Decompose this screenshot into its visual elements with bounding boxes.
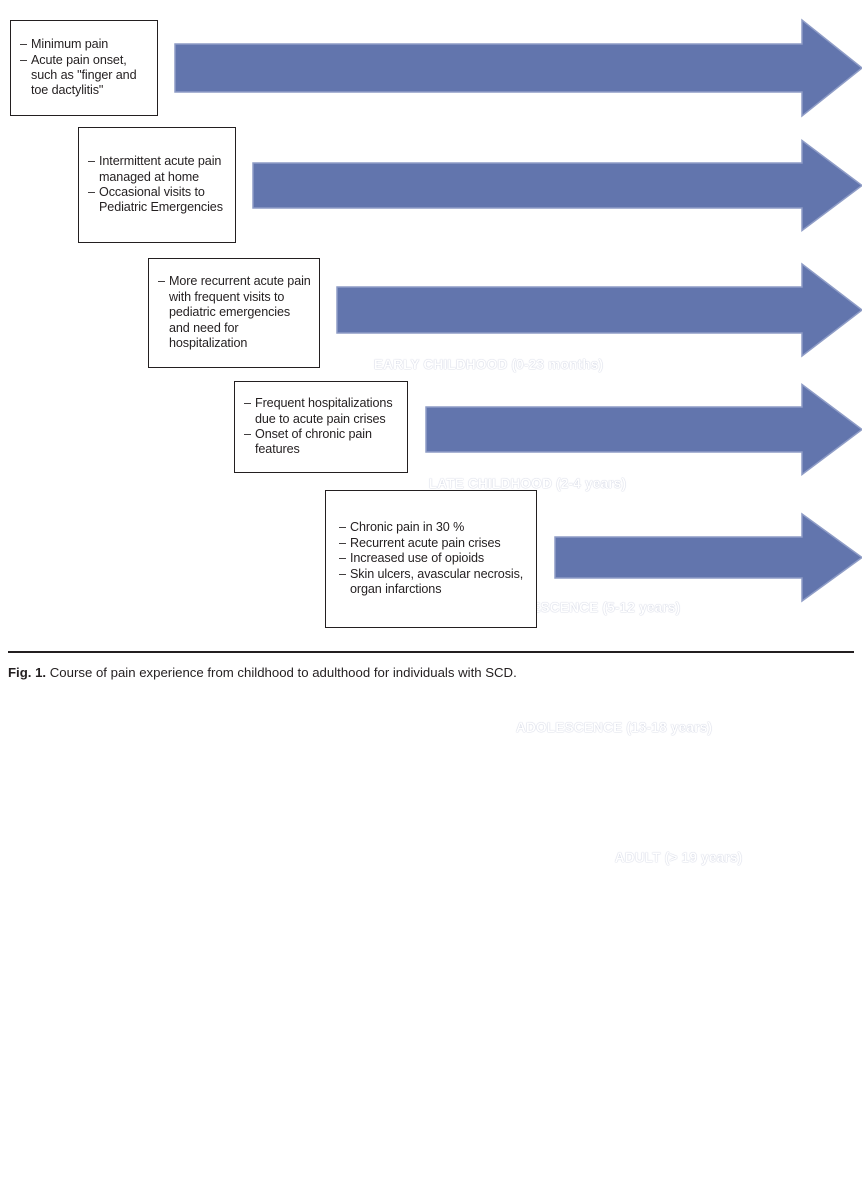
bullet-list: – Chronic pain in 30 % – Recurrent acute… (339, 520, 528, 597)
figure-number: Fig. 1. (8, 665, 47, 680)
bullet-item: – Frequent hospitalizations due to acute… (244, 396, 399, 427)
diagram-canvas: EARLY CHILDHOOD (0-23 months) LATE CHILD… (10, 0, 862, 865)
bullet-item: – Recurrent acute pain crises (339, 536, 528, 551)
bullet-text: Onset of chronic pain features (255, 427, 372, 457)
figure-course-of-pain: EARLY CHILDHOOD (0-23 months) LATE CHILD… (8, 0, 862, 865)
bullet-dash: – (88, 154, 95, 169)
stage-arrow-early-childhood (175, 44, 862, 92)
figure-caption-text: Course of pain experience from childhood… (49, 665, 517, 680)
bullet-list: – Frequent hospitalizations due to acute… (244, 396, 399, 458)
caption-divider (8, 651, 854, 653)
bullet-text: Increased use of opioids (350, 551, 485, 566)
bullet-item: – Minimum pain (20, 37, 149, 52)
bullet-item: – Chronic pain in 30 % (339, 520, 528, 535)
stage-arrow-label-early-childhood: EARLY CHILDHOOD (0-23 months) (373, 356, 604, 372)
stage-arrow-pre-adolescence (337, 287, 862, 333)
bullet-dash: – (339, 551, 346, 566)
stage-description-late-childhood: – Intermittent acute pain managed at hom… (78, 127, 236, 243)
bullet-text: Minimum pain (31, 37, 109, 52)
bullet-dash: – (158, 274, 165, 289)
stage-arrow-adolescence (426, 407, 862, 452)
bullet-item: – Increased use of opioids (339, 551, 528, 566)
bullet-dash: – (339, 535, 346, 550)
bullet-dash: – (244, 396, 251, 411)
bullet-dash: – (339, 566, 346, 581)
bullet-text: Skin ulcers, avascular necrosis, organ i… (350, 566, 524, 597)
stage-description-pre-adolescence: – More recurrent acute pain with frequen… (148, 258, 320, 368)
bullet-dash: – (20, 52, 27, 67)
bullet-dash: – (88, 185, 95, 199)
bullet-list: – More recurrent acute pain with frequen… (158, 274, 311, 351)
bullet-item: – More recurrent acute pain with frequen… (158, 274, 311, 351)
bullet-dash: – (339, 520, 346, 535)
bullet-text: Recurrent acute pain crises (350, 535, 501, 550)
bullet-text: Intermittent acute pain managed at home (99, 154, 222, 184)
bullet-text: Chronic pain in 30 % (350, 520, 465, 535)
stage-arrow-label-late-childhood: LATE CHILDHOOD (2-4 years) (428, 475, 627, 491)
bullet-item: – Skin ulcers, avascular necrosis, organ… (339, 567, 528, 598)
stage-description-early-childhood: – Minimum pain – Acute pain onset, such … (10, 20, 158, 116)
bullet-text: Acute pain onset, such as "finger and to… (31, 52, 137, 98)
bullet-dash: – (244, 427, 251, 441)
bullet-text: More recurrent acute pain with frequent … (169, 274, 311, 351)
stage-arrow-label-adult: ADULT (> 19 years) (614, 849, 743, 865)
bullet-dash: – (20, 37, 27, 52)
bullet-text: Occasional visits to Pediatric Emergenci… (99, 185, 223, 215)
bullet-item: – Onset of chronic pain features (244, 427, 399, 458)
bullet-text: Frequent hospitalizations due to acute p… (255, 396, 393, 426)
figure-caption: Fig. 1. Course of pain experience from c… (8, 664, 856, 681)
bullet-list: – Minimum pain – Acute pain onset, such … (20, 37, 149, 99)
bullet-item: – Acute pain onset, such as "finger and … (20, 53, 149, 99)
stage-arrow-adult (555, 537, 862, 578)
bullet-item: – Occasional visits to Pediatric Emergen… (88, 185, 227, 216)
stage-arrow-late-childhood (253, 163, 862, 208)
bullet-list: – Intermittent acute pain managed at hom… (88, 154, 227, 216)
stage-description-adolescence: – Frequent hospitalizations due to acute… (234, 381, 408, 473)
bullet-item: – Intermittent acute pain managed at hom… (88, 154, 227, 185)
stage-description-adult: – Chronic pain in 30 % – Recurrent acute… (325, 490, 537, 628)
